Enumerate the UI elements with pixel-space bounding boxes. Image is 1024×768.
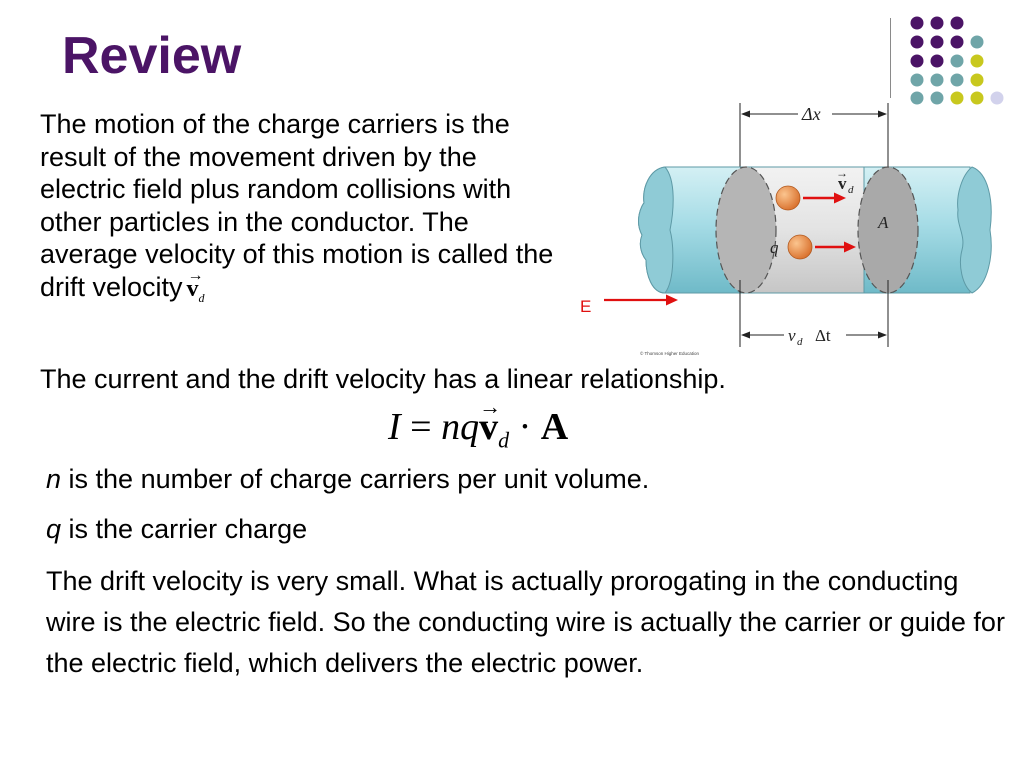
dot bbox=[910, 73, 924, 87]
def-n-text: is the number of charge carriers per uni… bbox=[61, 464, 650, 494]
area-label: A bbox=[877, 213, 889, 232]
intro-paragraph: The motion of the charge carriers is the… bbox=[40, 108, 560, 314]
dot-row-2 bbox=[910, 35, 984, 49]
dot bbox=[930, 73, 944, 87]
dot bbox=[930, 16, 944, 30]
eq-current-symbol: I bbox=[388, 406, 401, 448]
def-q-text: is the carrier charge bbox=[61, 514, 308, 544]
intro-text: The motion of the charge carriers is the… bbox=[40, 109, 554, 302]
field-label: E bbox=[580, 297, 591, 316]
dot bbox=[950, 35, 964, 49]
diagram-vd-subscript: d bbox=[848, 184, 854, 196]
current-equation: I = nq→vd · A bbox=[388, 394, 569, 465]
dot-row-4 bbox=[910, 73, 984, 87]
cross-section-left bbox=[715, 166, 777, 294]
dx-label: Δx bbox=[801, 104, 821, 124]
field-arrowhead bbox=[666, 294, 678, 306]
vdt-label-dt: Δt bbox=[815, 326, 831, 345]
vdt-arrowhead-left bbox=[741, 331, 750, 339]
conductor-diagram: Δx A q → v d E v d Δt © Thomson Higher E… bbox=[580, 103, 992, 356]
diagram-vd-label: v bbox=[838, 174, 847, 193]
vector-arrow-icon: → bbox=[187, 266, 204, 284]
wire-left-end-face bbox=[638, 166, 674, 294]
dot bbox=[950, 16, 964, 30]
eq-drift-velocity: →v bbox=[479, 394, 501, 451]
vdt-label-sub: d bbox=[797, 336, 803, 348]
eq-equals: = bbox=[400, 406, 442, 448]
definition-q: q is the carrier charge bbox=[46, 512, 307, 546]
diagram-vd-arrow-icon: → bbox=[836, 166, 848, 180]
dx-arrowhead-left bbox=[741, 110, 750, 118]
linear-relationship-text: The current and the drift velocity has a… bbox=[40, 364, 726, 394]
drift-arrowhead bbox=[834, 192, 846, 204]
eq-nq: nq bbox=[441, 406, 480, 448]
dot bbox=[930, 35, 944, 49]
def-q-var: q bbox=[46, 514, 62, 544]
charge-carrier bbox=[787, 234, 813, 260]
vdt-arrowhead-right bbox=[878, 331, 887, 339]
copyright-note: © Thomson Higher Education bbox=[640, 350, 700, 356]
drift-symbol-base: v bbox=[186, 275, 199, 302]
carrier-charge-label: q bbox=[770, 238, 779, 257]
vdt-label-v: v bbox=[788, 326, 796, 345]
eq-subscript: d bbox=[498, 427, 510, 453]
drift-arrowhead bbox=[844, 241, 856, 253]
def-n-var: n bbox=[46, 464, 62, 494]
dot bbox=[970, 35, 984, 49]
dot-row-3 bbox=[910, 54, 984, 68]
dot bbox=[950, 54, 964, 68]
closing-paragraph: The drift velocity is very small. What i… bbox=[46, 566, 1005, 678]
dot bbox=[910, 54, 924, 68]
vector-arrow-icon: → bbox=[479, 394, 502, 419]
charge-carrier bbox=[775, 185, 801, 211]
eq-area: A bbox=[540, 406, 569, 448]
dot bbox=[950, 73, 964, 87]
dot bbox=[910, 35, 924, 49]
dot-row-1 bbox=[910, 16, 964, 30]
wire-right-end-face bbox=[957, 166, 992, 294]
dx-arrowhead-right bbox=[878, 110, 887, 118]
eq-v: v bbox=[479, 406, 499, 448]
dot bbox=[910, 16, 924, 30]
cross-section-right bbox=[857, 166, 919, 294]
drift-symbol-subscript: d bbox=[198, 290, 205, 305]
dot bbox=[970, 73, 984, 87]
drift-velocity-symbol: →vd bbox=[186, 267, 205, 314]
title-divider-line bbox=[890, 18, 891, 98]
dot bbox=[970, 54, 984, 68]
dot bbox=[930, 54, 944, 68]
eq-dot: · bbox=[509, 406, 541, 448]
slide-title: Review bbox=[62, 27, 242, 85]
definition-n: n is the number of charge carriers per u… bbox=[46, 462, 649, 496]
